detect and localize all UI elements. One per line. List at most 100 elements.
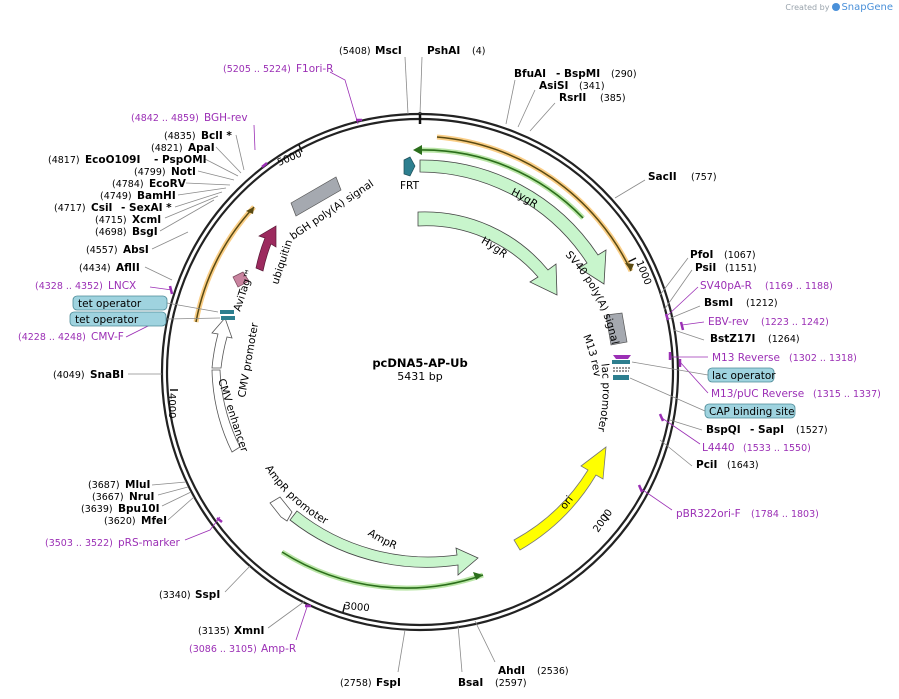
enzyme-bspqi-alt: - SapI xyxy=(750,424,784,436)
leader-pfoi xyxy=(659,257,689,296)
leader-mfei xyxy=(167,496,195,521)
sv40-polya-feature xyxy=(605,312,628,346)
ampr-label: AmpR xyxy=(366,527,399,552)
primer-lncx-pos: (4328 .. 4352) xyxy=(35,281,103,292)
enzyme-xcmi-name: XcmI xyxy=(132,214,161,226)
enzyme-psii-pos: (1151) xyxy=(725,263,757,274)
enzyme-ecoo109i-alt: - PspOMI xyxy=(154,154,207,166)
enzyme-fspi-name: FspI xyxy=(376,677,401,689)
avitag-label: AviTag™ xyxy=(231,267,256,313)
enzyme-mlui-name: MluI xyxy=(125,479,150,491)
primer-sv40pa-r-name: SV40pA-R xyxy=(700,280,752,292)
enzyme-bamhi-name: BamHI xyxy=(137,190,176,202)
leader-xcmi xyxy=(164,195,219,219)
primer-labels: (5205 .. 5224) F1ori-R (4842 .. 4859) BG… xyxy=(18,63,881,655)
tet-operator-glyph-2 xyxy=(221,316,235,320)
tick-label-4000: 4000 xyxy=(166,393,177,418)
tet-operator-box-1 xyxy=(72,295,168,311)
leader-csii xyxy=(174,191,223,208)
cmv-promoter-feature xyxy=(211,317,233,369)
enzyme-aflii-pos: (4434) xyxy=(79,263,111,274)
enzyme-pshai-pos: (4) xyxy=(472,46,485,57)
enzyme-bsgi-pos: (4698) xyxy=(95,227,127,238)
leader-mlui xyxy=(151,481,187,486)
primer-pbr322ori-f-pos: (1784 .. 1803) xyxy=(751,509,819,520)
frt-feature xyxy=(403,156,416,177)
enzyme-bspqi-name: BspQI xyxy=(706,424,741,436)
enzyme-pcii-name: PciI xyxy=(696,459,717,471)
cap-binding-glyph xyxy=(613,375,629,380)
leader-bsgi xyxy=(159,199,215,232)
enzyme-snabi-pos: (4049) xyxy=(53,370,85,381)
primer-cmv-f-name: CMV-F xyxy=(91,331,124,343)
enzyme-bamhi-pos: (4749) xyxy=(100,191,132,202)
hygr-inner-feature xyxy=(417,211,558,296)
primer-leader-sv40pa-r xyxy=(667,286,699,316)
enzyme-pshai-name: PshAI xyxy=(427,45,460,57)
leader-sacii xyxy=(614,179,646,199)
tick-1000 xyxy=(627,257,637,263)
enzyme-aflii-name: AflII xyxy=(116,262,140,274)
enzyme-bfuai-name: BfuAI xyxy=(514,68,546,80)
enzyme-sspi-pos: (3340) xyxy=(159,590,191,601)
enzyme-sacii-pos: (757) xyxy=(691,172,717,183)
enzyme-nrui-pos: (3667) xyxy=(92,492,124,503)
enzyme-bsmi-name: BsmI xyxy=(704,297,733,309)
primer-f1ori-r-pos: (5205 .. 5224) xyxy=(223,64,291,75)
enzyme-msci-pos: (5408) xyxy=(339,46,371,57)
enzyme-msci-name: MscI xyxy=(375,45,402,57)
enzyme-csii-name: CsiI xyxy=(91,202,112,214)
leader-msci xyxy=(404,56,409,115)
leader-rsrii xyxy=(529,102,556,132)
leader-xmni xyxy=(267,600,306,629)
primer-m13-reverse-name: M13 Reverse xyxy=(712,352,780,364)
primer-leader-l4440 xyxy=(661,417,701,445)
tick-label-1000: 1000 xyxy=(633,259,653,287)
primer-leader-lncx xyxy=(149,286,173,291)
credit-prefix: Created by xyxy=(785,3,830,12)
primer-mark-l4440 xyxy=(658,413,665,422)
primer-leader-amp-r xyxy=(295,603,309,641)
leader-apai xyxy=(215,146,242,174)
primer-ebv-rev-name: EBV-rev xyxy=(708,316,749,328)
enzyme-rsrii-name: RsrII xyxy=(559,92,586,104)
snapgene-logo-icon xyxy=(832,3,841,11)
primer-prs-marker-name: pRS-marker xyxy=(118,537,181,549)
leader-bamhi xyxy=(177,187,227,196)
primer-leader-f1ori-r xyxy=(329,71,359,125)
leader-ecoo109i xyxy=(204,158,239,177)
cmv-enhancer-feature xyxy=(211,369,241,453)
primer-leader-m13puc-reverse xyxy=(679,361,709,394)
enzyme-pcii-pos: (1643) xyxy=(727,460,759,471)
enzyme-csii-alt: - SexAI * xyxy=(121,202,172,214)
enzyme-nrui-name: NruI xyxy=(129,491,154,503)
hygr-orf-arrowhead xyxy=(625,263,634,271)
boxed-feature-labels: tet operator tet operator lac operator C… xyxy=(69,295,796,419)
avitag-feature xyxy=(232,271,250,288)
lac-operator-glyph xyxy=(612,360,630,364)
enzyme-snabi-name: SnaBI xyxy=(90,369,124,381)
enzyme-apai-pos: (4821) xyxy=(151,143,183,154)
tet-operator-label-2: tet operator xyxy=(75,314,139,326)
tet-operator-box-2 xyxy=(69,311,167,327)
enzyme-rsrii-pos: (385) xyxy=(600,93,626,104)
hygr-orf2-arrowhead xyxy=(413,145,422,155)
lac-operator-label: lac operator xyxy=(712,370,776,382)
enzyme-leaders xyxy=(128,56,705,673)
leader-fspi xyxy=(397,629,406,673)
enzyme-bpu10i-pos: (3639) xyxy=(81,504,113,515)
left-orf-arrowhead xyxy=(246,207,254,214)
enzyme-sspi-name: SspI xyxy=(195,589,220,601)
cmv-promoter-label: CMV promoter xyxy=(236,321,261,398)
primer-leader-prs-marker xyxy=(184,516,221,541)
plasmid-name: pcDNA5-AP-Ub xyxy=(372,356,467,370)
enzyme-bstz17i-name: BstZ17I xyxy=(710,333,755,345)
primer-mark-lncx xyxy=(168,285,174,295)
primer-ebv-rev-pos: (1223 .. 1242) xyxy=(761,317,829,328)
ampr-promoter-feature xyxy=(269,496,293,522)
primer-m13-reverse-pos: (1302 .. 1318) xyxy=(789,353,857,364)
plasmid-size: 5431 bp xyxy=(397,370,442,383)
leader-aflii xyxy=(144,266,173,281)
leader-bpu10i xyxy=(161,491,192,507)
